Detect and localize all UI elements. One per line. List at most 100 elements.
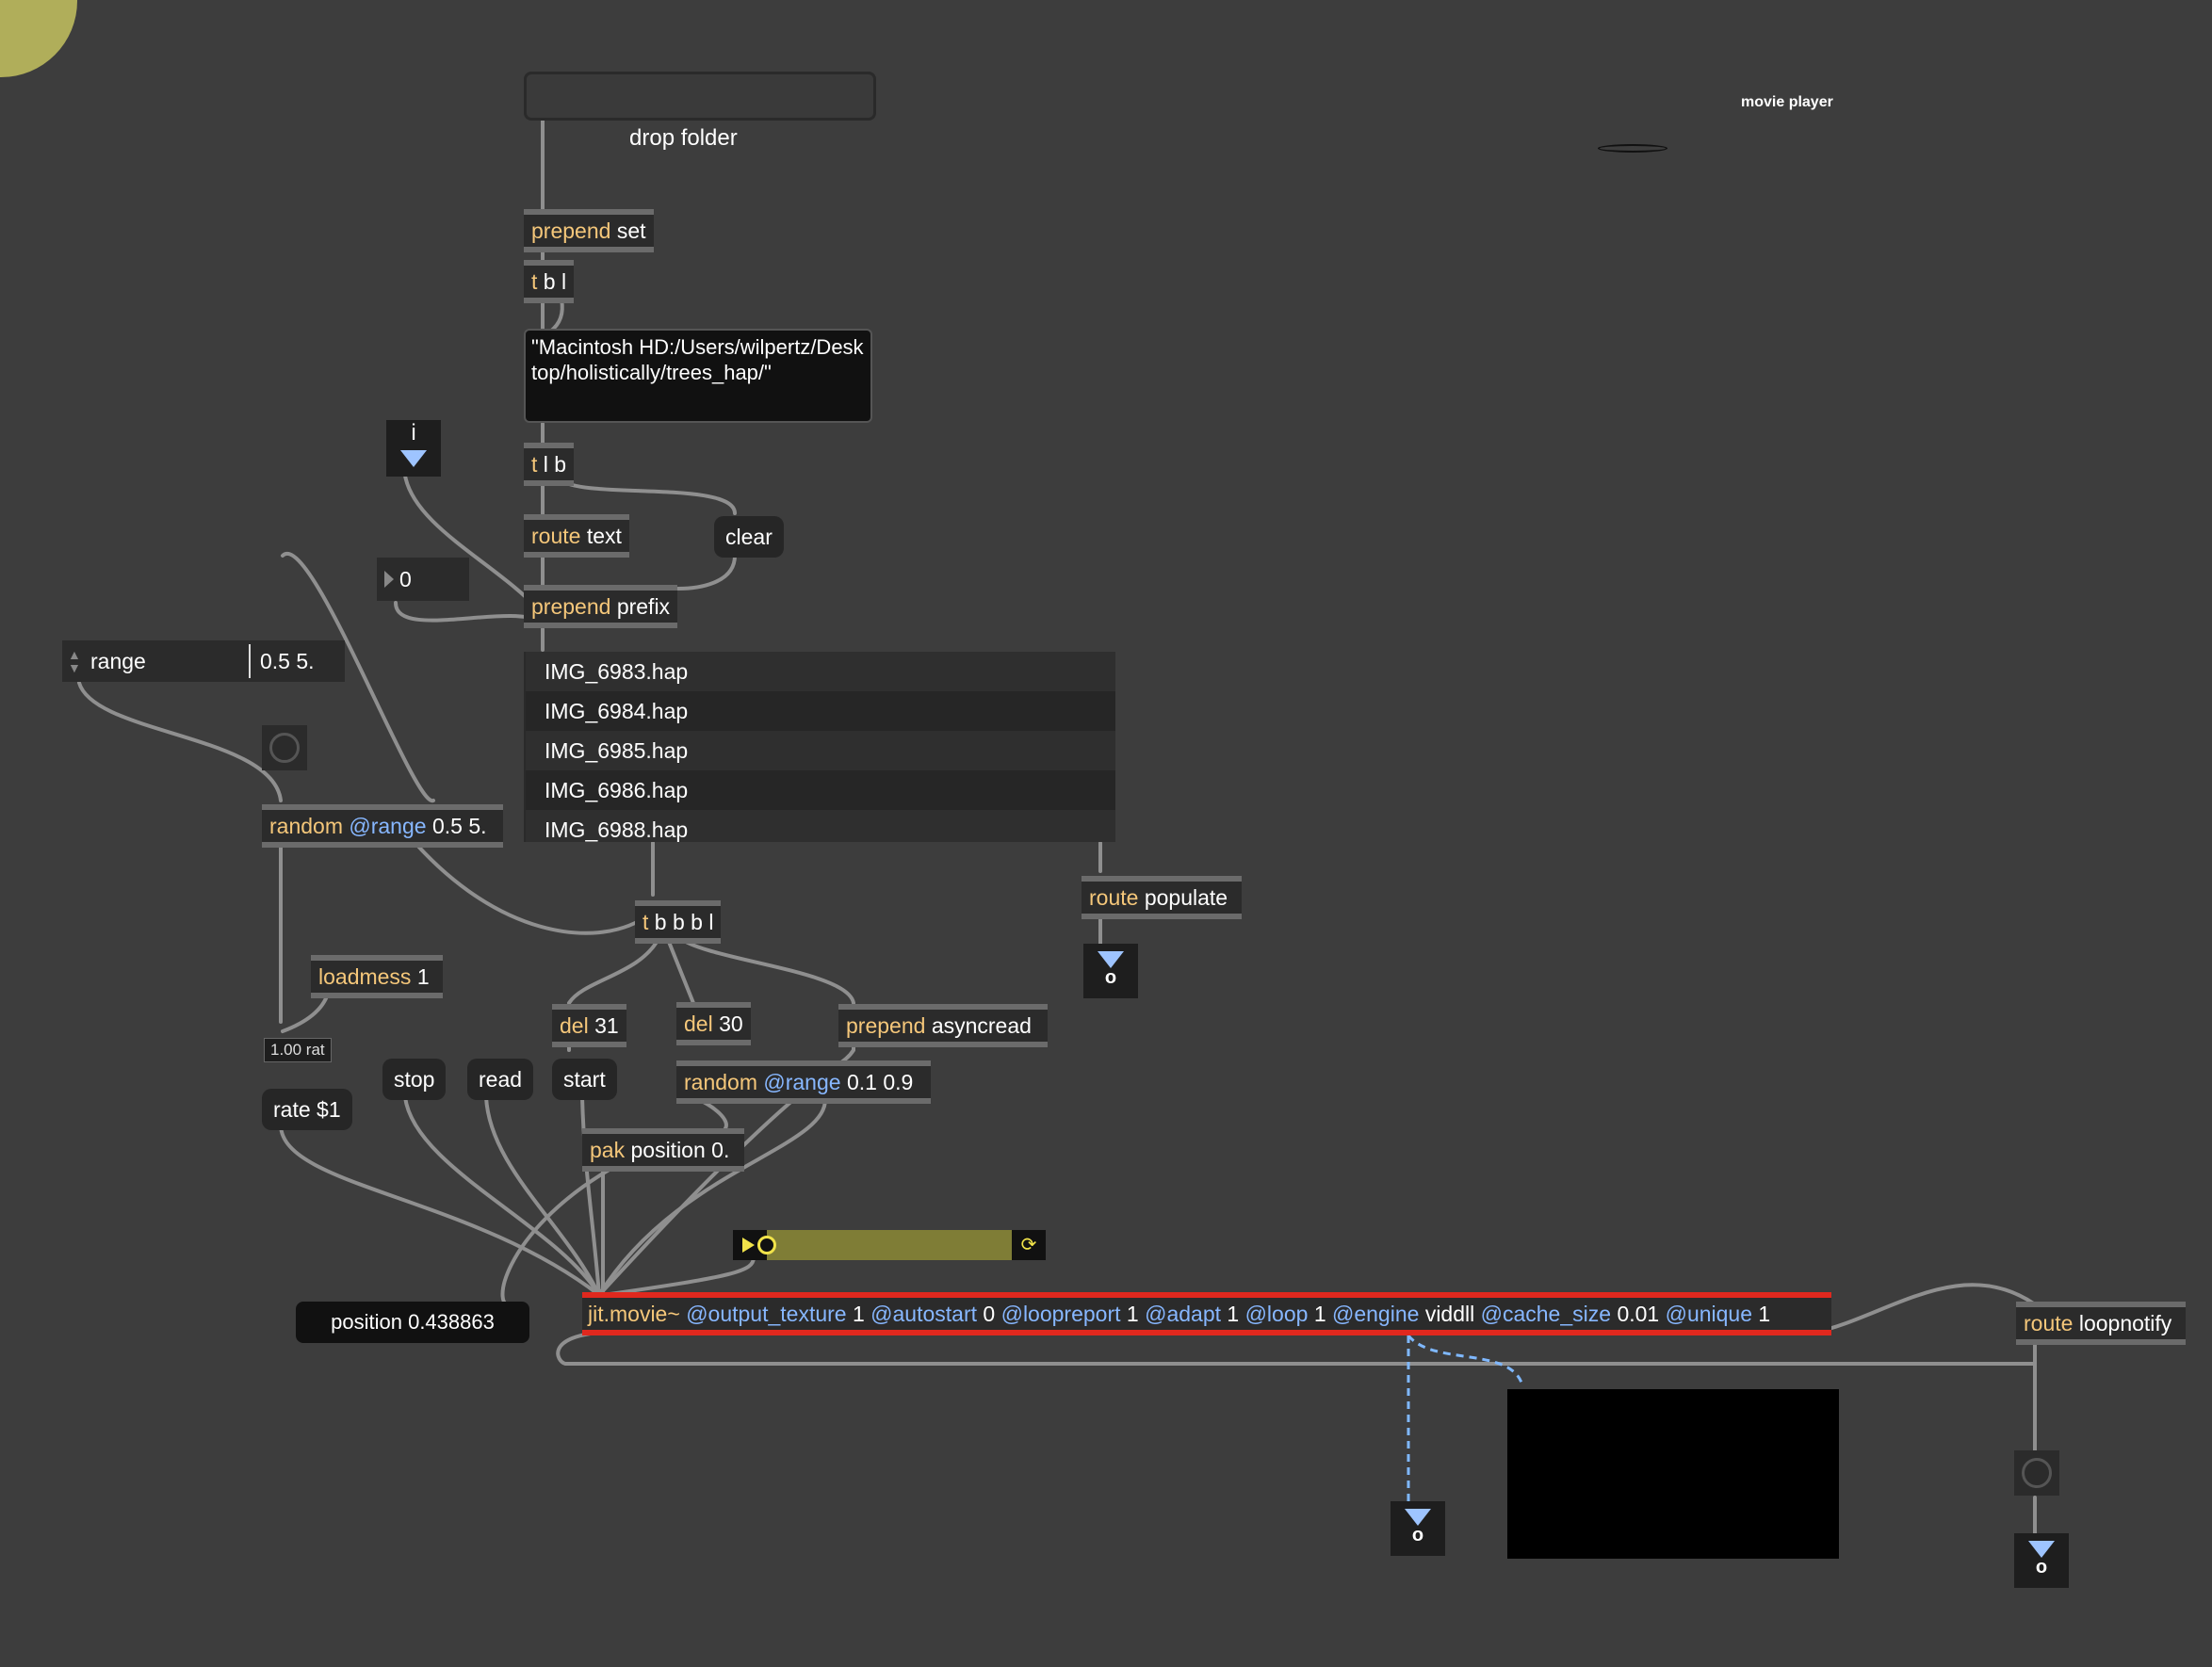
rate-message[interactable]: rate $1 [262, 1089, 352, 1130]
jit-movie-object[interactable]: jit.movie~ @output_texture 1 @autostart … [582, 1292, 1831, 1335]
playhead-knob[interactable] [757, 1236, 776, 1254]
triangle-down-icon [2028, 1541, 2055, 1558]
object-name: prepend [531, 594, 611, 619]
outlet-video[interactable]: o [1391, 1501, 1445, 1556]
outlet-populate[interactable]: o [1083, 944, 1138, 998]
dropfile-zone[interactable] [524, 72, 876, 121]
attr-value: 1 [1227, 1302, 1240, 1326]
position-message[interactable]: position 0.438863 [296, 1302, 529, 1343]
object-arg: 30 [719, 1012, 743, 1036]
attr-divider [249, 644, 251, 678]
umenu-item[interactable]: IMG_6988.hap [545, 817, 689, 842]
attr-autostart: @autostart [870, 1302, 978, 1326]
playbar[interactable]: ⟳ [733, 1230, 1046, 1260]
video-preview-display [1507, 1389, 1839, 1559]
umenu-item[interactable]: IMG_6985.hap [545, 738, 689, 763]
updown-arrows-icon: ▲▼ [68, 647, 81, 675]
loop-bang-button[interactable] [2014, 1450, 2059, 1496]
object-arg: position 0. [630, 1138, 730, 1162]
prepend-prefix-object[interactable]: prepend prefix [524, 585, 678, 628]
read-message[interactable]: read [467, 1059, 534, 1100]
bang-ring-icon [269, 733, 300, 763]
bang-button[interactable] [262, 725, 307, 770]
attr-value: 1 [1126, 1302, 1139, 1326]
folder-path-message[interactable]: "Macintosh HD:/Users/wilpertz/Desktop/ho… [524, 329, 872, 423]
pak-position-object[interactable]: pak position 0. [582, 1128, 744, 1172]
object-name: prepend [846, 1013, 926, 1038]
object-arg: 1 [416, 964, 430, 989]
object-name: random [684, 1070, 757, 1094]
loop-icon: ⟳ [1020, 1235, 1037, 1255]
object-arg: 31 [594, 1013, 619, 1038]
object-name: del [560, 1013, 589, 1038]
object-attr: @range [349, 814, 427, 838]
attr-value: 0 [983, 1302, 996, 1326]
object-name: prepend [531, 218, 611, 243]
number-box[interactable]: 0 [377, 558, 469, 601]
start-message[interactable]: start [552, 1059, 617, 1100]
outlet-label: o [1104, 967, 1117, 988]
clear-message[interactable]: clear [714, 516, 784, 558]
prepend-set-object[interactable]: prepend set [524, 209, 654, 252]
object-name: pak [590, 1138, 626, 1162]
play-icon [742, 1238, 755, 1253]
object-arg: b b b l [654, 910, 714, 934]
range-attrui[interactable]: ▲▼ range 0.5 5. [62, 640, 345, 682]
inlet-i[interactable]: i [386, 420, 441, 477]
number-value: 0 [399, 567, 412, 591]
route-populate-object[interactable]: route populate [1082, 876, 1242, 919]
number-triangle-icon [384, 571, 394, 588]
attr-value: 0.01 [1617, 1302, 1660, 1326]
object-name: t [642, 910, 649, 934]
file-umenu[interactable]: IMG_6983.hap IMG_6984.hap IMG_6985.hap I… [524, 652, 1115, 842]
object-arg: text [586, 524, 622, 548]
object-name: route [531, 524, 581, 548]
loop-button[interactable]: ⟳ [1012, 1230, 1046, 1260]
umenu-item[interactable]: IMG_6984.hap [526, 691, 1115, 731]
inlet-label: i [411, 420, 416, 445]
object-arg: 0.5 5. [431, 814, 487, 838]
attr-unique: @unique [1665, 1302, 1753, 1326]
route-text-object[interactable]: route text [524, 514, 629, 558]
attr-loopreport: @loopreport [1000, 1302, 1121, 1326]
object-name: del [684, 1012, 713, 1036]
attr-value: 1 [1758, 1302, 1771, 1326]
object-name: t [531, 452, 538, 477]
stop-message[interactable]: stop [382, 1059, 447, 1100]
loadmess-object[interactable]: loadmess 1 [311, 955, 443, 998]
bang-ring-icon [2022, 1458, 2052, 1488]
random-range-object[interactable]: random @range 0.5 5. [262, 804, 503, 848]
attr-cache-size: @cache_size [1480, 1302, 1612, 1326]
object-name: t [531, 269, 538, 294]
rate-number-display[interactable]: 1.00 rat [264, 1038, 332, 1062]
attr-engine: @engine [1332, 1302, 1420, 1326]
object-arg: 0.1 0.9 [846, 1070, 914, 1094]
object-name: route [2024, 1311, 2074, 1335]
outlet-loop[interactable]: o [2014, 1533, 2069, 1588]
trigger-lb-object[interactable]: t l b [524, 443, 575, 486]
triangle-down-icon [1098, 951, 1124, 968]
triangle-down-icon [1405, 1509, 1431, 1526]
random-range-object-2[interactable]: random @range 0.1 0.9 [676, 1060, 931, 1104]
object-arg: asyncread [931, 1013, 1032, 1038]
trigger-bbbl-object[interactable]: t b b b l [635, 900, 722, 944]
prepend-asyncread-object[interactable]: prepend asyncread [838, 1004, 1048, 1047]
umenu-item[interactable]: IMG_6986.hap [526, 770, 1115, 810]
triangle-down-icon [400, 450, 427, 467]
attr-output-texture: @output_texture [686, 1302, 847, 1326]
object-arg: b l [543, 269, 567, 294]
attr-adapt: @adapt [1145, 1302, 1221, 1326]
del-31-object[interactable]: del 31 [552, 1004, 626, 1047]
object-arg: set [616, 218, 646, 243]
object-name: jit.movie~ [588, 1302, 680, 1326]
movie-player-comment: movie player [1741, 94, 1833, 110]
object-attr: @range [763, 1070, 841, 1094]
route-loopnotify-object[interactable]: route loopnotify [2016, 1302, 2186, 1345]
del-30-object[interactable]: del 30 [676, 1002, 751, 1045]
attr-value: viddll [1424, 1302, 1475, 1326]
umenu-item[interactable]: IMG_6983.hap [545, 659, 689, 684]
trigger-bl-object[interactable]: t b l [524, 260, 575, 303]
ellipse-shape [1598, 144, 1667, 153]
object-name: random [269, 814, 343, 838]
outlet-label: o [2035, 1557, 2048, 1578]
